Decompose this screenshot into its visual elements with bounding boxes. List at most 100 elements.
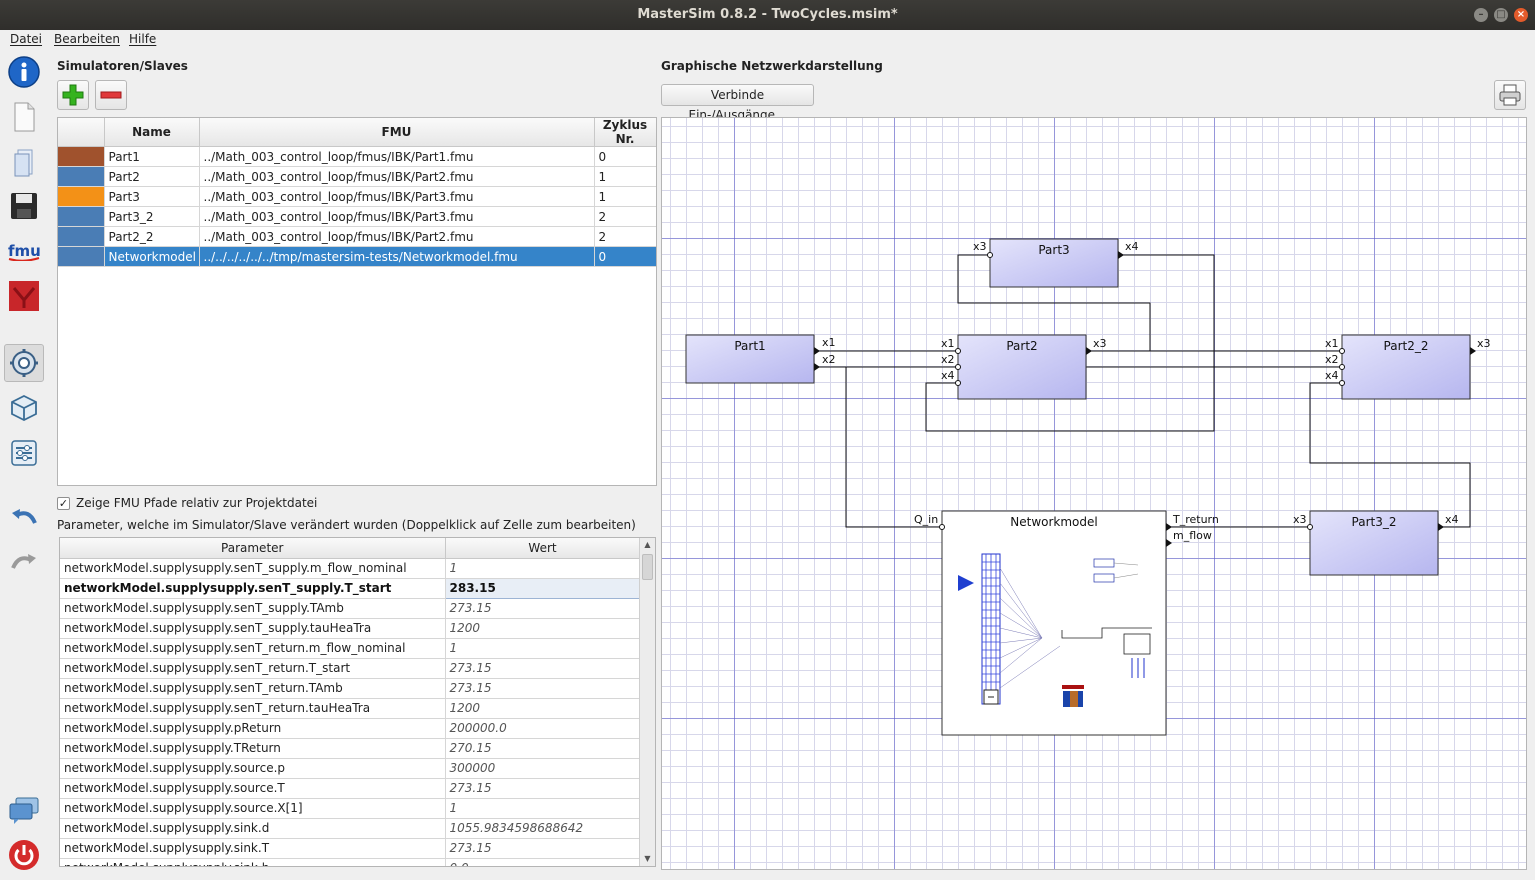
- undo-icon[interactable]: [4, 498, 44, 536]
- parameter-name-cell[interactable]: networkModel.supplysupply.senT_supply.m_…: [60, 558, 445, 578]
- parameter-row[interactable]: networkModel.supplysupply.sink.d1055.983…: [60, 818, 640, 838]
- conn-part1-x2-networkmodel-qin[interactable]: [814, 367, 942, 527]
- parameter-name-cell[interactable]: networkModel.supplysupply.senT_return.TA…: [60, 678, 445, 698]
- parameter-row[interactable]: networkModel.supplysupply.pReturn200000.…: [60, 718, 640, 738]
- parameter-value-cell[interactable]: 1: [445, 558, 640, 578]
- parameters-table[interactable]: Parameter Wert networkModel.supplysupply…: [59, 537, 656, 867]
- parameter-value-cell[interactable]: 1055.9834598688642: [445, 818, 640, 838]
- minimize-icon[interactable]: –: [1474, 8, 1488, 22]
- parameter-name-cell[interactable]: networkModel.supplysupply.pReturn: [60, 718, 445, 738]
- slave-color-swatch[interactable]: [58, 227, 104, 247]
- block-part2[interactable]: Part2 x1 x2 x4 x3: [941, 335, 1107, 399]
- parameter-value-cell[interactable]: 1: [445, 798, 640, 818]
- scrollbar-thumb[interactable]: [642, 554, 653, 580]
- slaves-name-header[interactable]: Name: [104, 118, 199, 147]
- parameter-row[interactable]: networkModel.supplysupply.sink.h0.0: [60, 858, 640, 867]
- power-icon[interactable]: [4, 836, 44, 874]
- slave-name-cell[interactable]: Part1: [104, 147, 199, 167]
- parameter-value-cell[interactable]: 283.15: [445, 578, 640, 598]
- slaves-color-header[interactable]: [58, 118, 104, 147]
- parameter-name-cell[interactable]: networkModel.supplysupply.source.X[1]: [60, 798, 445, 818]
- parameter-value-cell[interactable]: 300000: [445, 758, 640, 778]
- menu-hilfe[interactable]: Hilfe: [129, 32, 156, 46]
- maximize-icon[interactable]: □: [1494, 8, 1508, 22]
- parameter-value-cell[interactable]: 200000.0: [445, 718, 640, 738]
- slave-name-cell[interactable]: Part3_2: [104, 207, 199, 227]
- slave-fmu-cell[interactable]: ../Math_003_control_loop/fmus/IBK/Part1.…: [199, 147, 594, 167]
- info-icon[interactable]: [4, 53, 44, 91]
- slave-row[interactable]: Part1../Math_003_control_loop/fmus/IBK/P…: [58, 147, 656, 167]
- block-part2_2[interactable]: Part2_2 x1 x2 x4 x3: [1325, 335, 1491, 399]
- parameter-name-cell[interactable]: networkModel.supplysupply.senT_supply.TA…: [60, 598, 445, 618]
- parameter-value-cell[interactable]: 1200: [445, 698, 640, 718]
- relative-paths-option[interactable]: ✓ Zeige FMU Pfade relativ zur Projektdat…: [57, 495, 317, 511]
- slave-cycle-cell[interactable]: 0: [594, 247, 656, 267]
- settings-icon[interactable]: [4, 344, 44, 382]
- relative-paths-checkbox[interactable]: ✓: [57, 497, 70, 510]
- parameter-value-cell[interactable]: 1200: [445, 618, 640, 638]
- slave-fmu-cell[interactable]: ../Math_003_control_loop/fmus/IBK/Part2.…: [199, 227, 594, 247]
- parameter-row[interactable]: networkModel.supplysupply.senT_return.m_…: [60, 638, 640, 658]
- parameter-row[interactable]: networkModel.supplysupply.senT_supply.T_…: [60, 578, 640, 598]
- parameter-name-cell[interactable]: networkModel.supplysupply.sink.T: [60, 838, 445, 858]
- parameter-value-cell[interactable]: 273.15: [445, 778, 640, 798]
- parameter-name-cell[interactable]: networkModel.supplysupply.TReturn: [60, 738, 445, 758]
- slave-fmu-cell[interactable]: ../Math_003_control_loop/fmus/IBK/Part2.…: [199, 167, 594, 187]
- parameter-value-cell[interactable]: 273.15: [445, 838, 640, 858]
- parameter-name-cell[interactable]: networkModel.supplysupply.senT_return.ta…: [60, 698, 445, 718]
- parameter-row[interactable]: networkModel.supplysupply.sink.T273.15: [60, 838, 640, 858]
- scroll-down-icon[interactable]: ▼: [640, 852, 655, 866]
- slave-color-swatch[interactable]: [58, 167, 104, 187]
- analysis-icon[interactable]: [4, 277, 44, 315]
- open-file-icon[interactable]: [4, 143, 44, 181]
- parameter-row[interactable]: networkModel.supplysupply.senT_return.TA…: [60, 678, 640, 698]
- slave-row[interactable]: Part3_2../Math_003_control_loop/fmus/IBK…: [58, 207, 656, 227]
- slave-color-swatch[interactable]: [58, 207, 104, 227]
- slaves-fmu-header[interactable]: FMU: [199, 118, 594, 147]
- slave-fmu-cell[interactable]: ../../../../../../tmp/mastersim-tests/Ne…: [199, 247, 594, 267]
- parameter-name-cell[interactable]: networkModel.supplysupply.senT_supply.T_…: [60, 578, 445, 598]
- slave-cycle-cell[interactable]: 2: [594, 227, 656, 247]
- slave-cycle-cell[interactable]: 1: [594, 167, 656, 187]
- slaves-cycle-header[interactable]: Zyklus Nr.: [594, 118, 656, 147]
- parameter-name-cell[interactable]: networkModel.supplysupply.sink.d: [60, 818, 445, 838]
- block-part3_2[interactable]: Part3_2 x3 x4: [1293, 511, 1459, 575]
- parameter-value-cell[interactable]: 270.15: [445, 738, 640, 758]
- parameter-row[interactable]: networkModel.supplysupply.senT_supply.m_…: [60, 558, 640, 578]
- connect-io-button[interactable]: Verbinde Ein-/Ausgänge...: [661, 84, 814, 106]
- save-icon[interactable]: [4, 187, 44, 225]
- network-canvas[interactable]: Part3 x3 x4 Part1 x1 x2 Part2 x1 x2 x4 x…: [661, 117, 1527, 870]
- parameter-name-cell[interactable]: networkModel.supplysupply.sink.h: [60, 858, 445, 867]
- parameter-row[interactable]: networkModel.supplysupply.senT_return.ta…: [60, 698, 640, 718]
- parameter-value-cell[interactable]: 0.0: [445, 858, 640, 867]
- slave-color-swatch[interactable]: [58, 147, 104, 167]
- slave-color-swatch[interactable]: [58, 187, 104, 207]
- slave-row[interactable]: Part2../Math_003_control_loop/fmus/IBK/P…: [58, 167, 656, 187]
- slaves-table[interactable]: Name FMU Zyklus Nr. Part1../Math_003_con…: [57, 117, 657, 486]
- new-file-icon[interactable]: [4, 98, 44, 136]
- slave-cycle-cell[interactable]: 0: [594, 147, 656, 167]
- parameter-name-cell[interactable]: networkModel.supplysupply.senT_supply.ta…: [60, 618, 445, 638]
- slave-color-swatch[interactable]: [58, 247, 104, 267]
- menu-datei[interactable]: Datei: [10, 32, 42, 46]
- add-slave-button[interactable]: [57, 80, 89, 110]
- parameter-row[interactable]: networkModel.supplysupply.source.T273.15: [60, 778, 640, 798]
- conn-part3_2-x4-part2_2-x4[interactable]: [1310, 383, 1470, 527]
- slave-name-cell[interactable]: Networkmodel: [104, 247, 199, 267]
- slave-row[interactable]: Networkmodel../../../../../../tmp/master…: [58, 247, 656, 267]
- block-part1[interactable]: Part1 x1 x2: [686, 335, 836, 383]
- redo-icon[interactable]: [4, 543, 44, 581]
- menu-bearbeiten[interactable]: Bearbeiten: [54, 32, 120, 46]
- slave-cycle-cell[interactable]: 1: [594, 187, 656, 207]
- slave-name-cell[interactable]: Part3: [104, 187, 199, 207]
- slave-name-cell[interactable]: Part2_2: [104, 227, 199, 247]
- block-part3[interactable]: Part3 x3 x4: [973, 239, 1139, 287]
- remove-slave-button[interactable]: [95, 80, 127, 110]
- slave-name-cell[interactable]: Part2: [104, 167, 199, 187]
- parameter-value-cell[interactable]: 273.15: [445, 598, 640, 618]
- chat-icon[interactable]: [4, 791, 44, 829]
- sliders-icon[interactable]: [4, 434, 44, 472]
- parameter-value-cell[interactable]: 273.15: [445, 678, 640, 698]
- param-value-header[interactable]: Wert: [445, 538, 640, 558]
- parameter-row[interactable]: networkModel.supplysupply.senT_supply.TA…: [60, 598, 640, 618]
